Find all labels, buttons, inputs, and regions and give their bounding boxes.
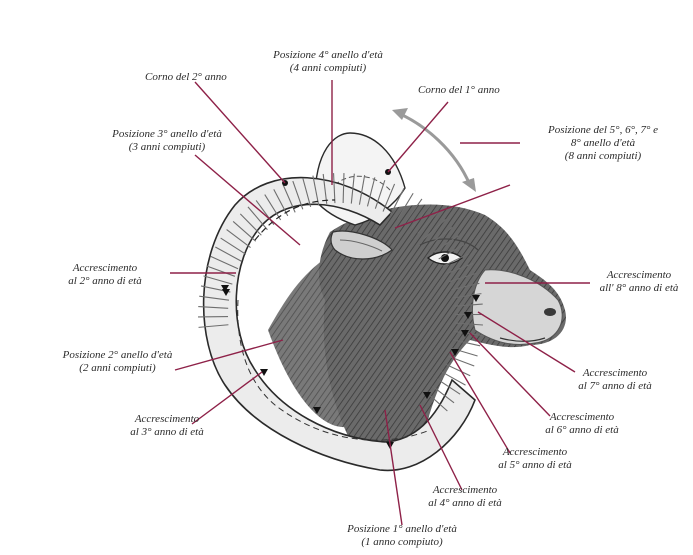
label-horn1: Corno del 1° anno bbox=[418, 84, 500, 97]
muzzle bbox=[472, 270, 562, 345]
label-horn2: Corno del 2° anno bbox=[145, 71, 227, 84]
label-ring4: Posizione 4° anello d'età(4 anni compiut… bbox=[248, 49, 408, 75]
label-ring3: Posizione 3° anello d'età(3 anni compiut… bbox=[82, 128, 252, 154]
nostril bbox=[544, 308, 556, 316]
label-ring1: Posizione 1° anello d'età(1 anno compiut… bbox=[322, 523, 482, 549]
span-arrow bbox=[398, 113, 470, 185]
label-ring2: Posizione 2° anello d'età(2 anni compiut… bbox=[40, 349, 195, 375]
